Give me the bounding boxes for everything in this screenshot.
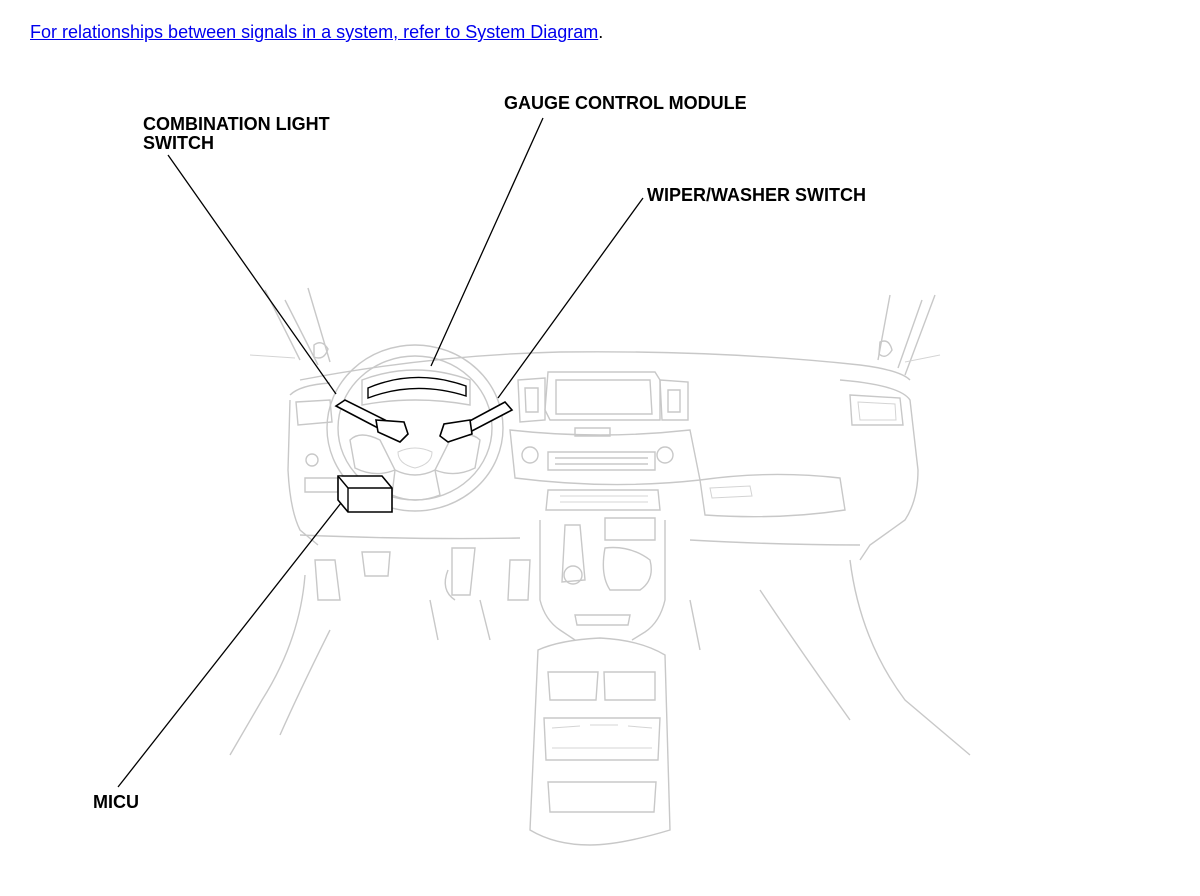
wiper-washer-switch-label: WIPER/WASHER SWITCH <box>647 185 866 205</box>
intro-sentence: For relationships between signals in a s… <box>30 22 603 43</box>
steering-wheel <box>326 344 504 512</box>
dashboard-outline <box>229 287 971 846</box>
gauge-control-module-shape <box>367 376 467 400</box>
combination-light-switch-label: COMBINATION LIGHT SWITCH <box>143 115 330 153</box>
combination-light-switch-label-line1: COMBINATION LIGHT <box>143 114 330 134</box>
combination-light-switch-leader <box>167 154 337 395</box>
leader-lines <box>117 117 644 788</box>
micu-label: MICU <box>93 792 139 812</box>
wiper-washer-switch-shape <box>439 400 514 443</box>
intro-period: . <box>598 22 604 42</box>
gauge-control-module-leader <box>430 117 544 367</box>
combination-light-switch-shape <box>334 399 409 443</box>
micu-leader <box>117 502 342 788</box>
wiper-washer-switch-leader <box>497 197 644 399</box>
micu-shape <box>337 475 393 513</box>
gauge-control-module-label: GAUGE CONTROL MODULE <box>504 93 747 113</box>
system-diagram-link[interactable]: For relationships between signals in a s… <box>30 22 599 42</box>
combination-light-switch-label-line2: SWITCH <box>143 133 214 153</box>
